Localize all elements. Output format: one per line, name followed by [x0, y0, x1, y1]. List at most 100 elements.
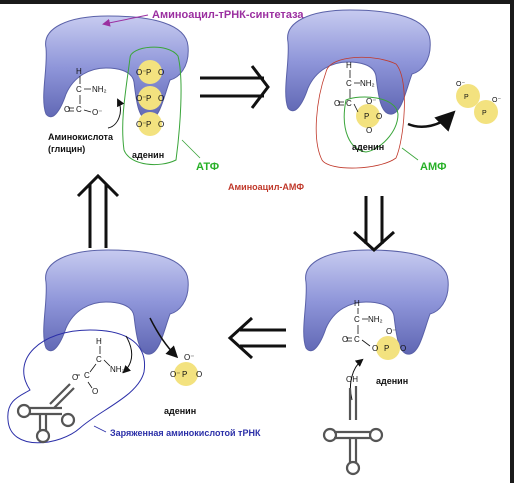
phosphate-3: [138, 112, 162, 136]
o-label: O: [400, 344, 406, 353]
panel-4: H C NH₂ C O O P O⁻ O⁻ O аденин Заряженна…: [7, 249, 261, 444]
c-label: C: [76, 85, 82, 94]
o-label: O: [342, 335, 348, 344]
o-label: O⁻: [136, 68, 146, 77]
o-label: O: [334, 99, 340, 108]
reaction-arrow: [107, 98, 125, 129]
arrow-down: [364, 196, 384, 244]
o-label: O: [366, 126, 372, 135]
enzyme-title: Аминоацил-тРНК-синтетаза: [152, 9, 304, 21]
arrow-up-head: [76, 173, 120, 198]
p-label: P: [146, 94, 151, 103]
h-label: H: [96, 337, 102, 346]
charged-trna: [16, 383, 76, 444]
amp-pointer: [401, 147, 419, 161]
p-label: P: [384, 344, 389, 353]
enzyme-3: [303, 249, 449, 355]
c-label: C: [76, 105, 82, 114]
bond-arrow: [122, 335, 133, 374]
aminoacyl-amp-label: Аминоацил-АМФ: [228, 182, 304, 192]
h-label: H: [76, 67, 82, 76]
arrow-left-head: [227, 316, 254, 360]
phosphate-1: [138, 60, 162, 84]
pyrophosphate-1: [456, 84, 480, 108]
frame-border-right: [510, 0, 514, 483]
adenine-label: аденин: [376, 376, 408, 386]
arrow-down-head: [352, 230, 396, 253]
phosphate-3: [376, 336, 400, 360]
p-label: P: [364, 112, 369, 121]
o-label: O: [72, 373, 78, 382]
atp-pointer: [181, 139, 201, 159]
amp-label: АМФ: [420, 161, 447, 173]
nh2-label: NH₂: [110, 365, 125, 374]
atp-label: АТФ: [196, 161, 219, 173]
nh2-label: NH₂: [368, 315, 383, 324]
c-label: C: [354, 315, 360, 324]
p-label: P: [146, 68, 151, 77]
oh-label: OH: [346, 375, 358, 384]
p-label: P: [182, 370, 187, 379]
h-label: H: [354, 299, 360, 308]
o-label: O⁻: [386, 327, 396, 336]
title-pointer: [102, 14, 149, 27]
o-label: O: [196, 370, 202, 379]
trna: [322, 386, 384, 476]
panel-2: P O⁻ O O H C NH₂ C O аденин P P O⁻ O⁻ АМ…: [228, 9, 501, 192]
o-label: O: [372, 344, 378, 353]
c-label: C: [84, 371, 90, 380]
o-label: O: [92, 387, 98, 396]
amino-acid-label: Аминокислота: [48, 132, 114, 142]
amp-outline: [343, 96, 399, 153]
attack-arrow: [349, 358, 364, 401]
adenine-label: аденин: [164, 406, 196, 416]
p-label: P: [464, 94, 469, 101]
p-label: P: [146, 120, 151, 129]
arrow-left: [240, 328, 286, 348]
o-label: O⁻: [366, 97, 376, 106]
o-label: O: [158, 94, 164, 103]
c-label: C: [354, 335, 360, 344]
arrow-right-head: [250, 65, 270, 109]
p-label: P: [482, 110, 487, 117]
nh2-label: NH₂: [360, 79, 375, 88]
o-label: O⁻: [136, 94, 146, 103]
arrow-right: [200, 76, 264, 98]
c-label: C: [96, 355, 102, 364]
charged-pointer: [93, 425, 107, 433]
charged-trna-label: Заряженная аминокислотой тРНК: [110, 428, 261, 438]
frame-border-top: [0, 0, 514, 4]
adenine-label: аденин: [132, 150, 164, 160]
phosphate-amp: [356, 104, 380, 128]
o-label: O: [158, 120, 164, 129]
atp-outline: [122, 46, 182, 166]
phosphate-2: [138, 86, 162, 110]
enzyme-4: [43, 249, 189, 355]
o-label: O: [158, 68, 164, 77]
release-arrow: [407, 110, 456, 132]
process-arrows: [76, 65, 396, 360]
panel-1: P P P O⁻ O O⁻ O O⁻ O аденин H C NH₂ C O …: [43, 15, 219, 173]
release-arrow: [149, 317, 179, 359]
charged-trna-outline: [7, 329, 146, 444]
o-label: O⁻: [136, 120, 146, 129]
o-label: O⁻: [492, 97, 501, 104]
o-label: O: [376, 112, 382, 121]
pyrophosphate-2: [474, 100, 498, 124]
c-label: C: [346, 99, 352, 108]
o-label: O⁻: [92, 108, 102, 117]
o-label: O⁻: [456, 81, 465, 88]
arrow-up: [88, 184, 108, 248]
c-label: C: [346, 79, 352, 88]
enzyme-2: [285, 9, 431, 115]
o-label: O: [64, 105, 70, 114]
nh2-label: NH₂: [92, 85, 107, 94]
o-label: O⁻: [170, 370, 180, 379]
h-label: H: [346, 61, 352, 70]
adenine-label: аденин: [352, 142, 384, 152]
released-amp: [174, 362, 198, 386]
glycine-label: (глицин): [48, 144, 85, 154]
panel-3: P O⁻ O O H C NH₂ C O OH аденин: [303, 249, 449, 476]
